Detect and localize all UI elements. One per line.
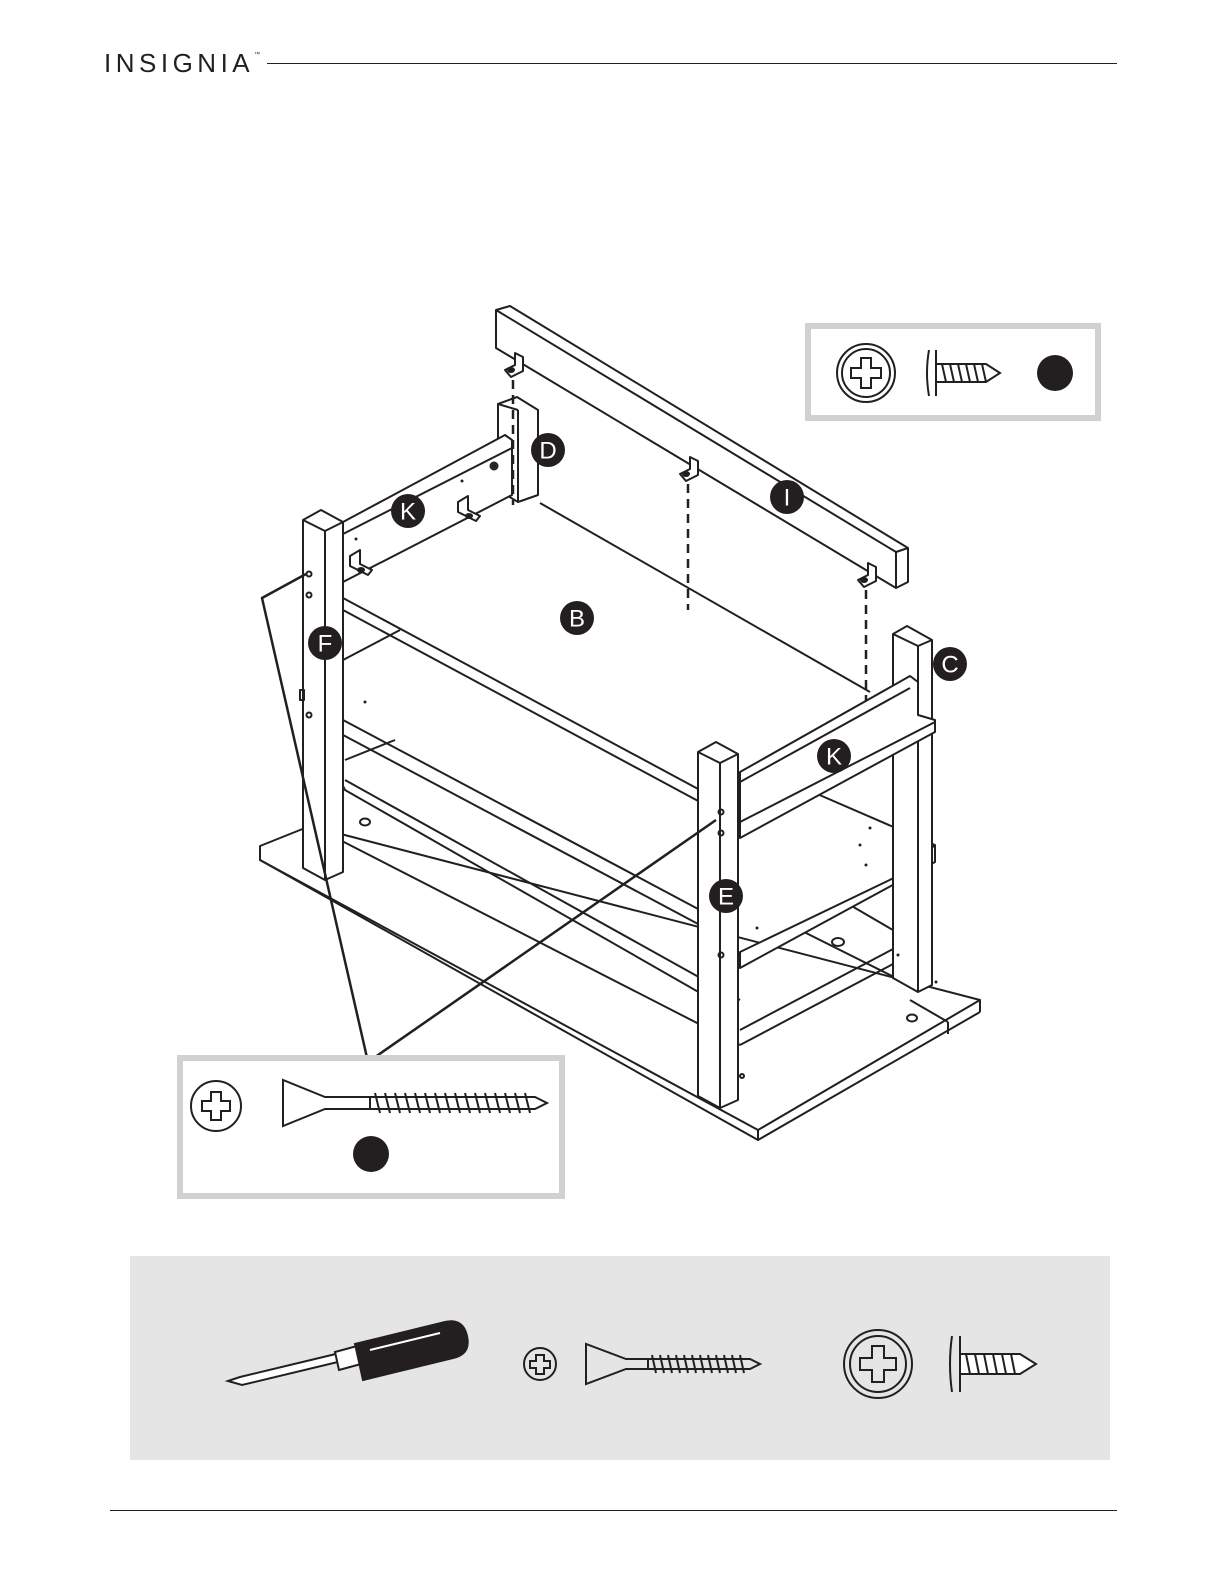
phillips-head-small-icon [524, 1348, 556, 1380]
svg-text:K: K [400, 499, 416, 526]
washer-head-icon [844, 1330, 912, 1398]
front-left-post [300, 510, 343, 880]
tools-needed-strip [130, 1256, 1110, 1460]
washer-head-screw-icon [950, 1336, 1036, 1392]
svg-text:C: C [941, 652, 958, 679]
part-label-I: I [770, 480, 804, 514]
part-label-K-right: K [817, 739, 851, 773]
svg-text:F: F [318, 631, 333, 658]
long-flat-head-screw-icon [586, 1344, 760, 1384]
quantity-marker [1037, 355, 1073, 391]
svg-text:D: D [539, 438, 556, 465]
svg-text:K: K [826, 744, 842, 771]
part-label-B: B [560, 601, 594, 635]
washer-screw-callout [808, 326, 1098, 418]
part-label-K-left: K [391, 494, 425, 528]
quantity-marker [353, 1136, 389, 1172]
part-label-C: C [933, 647, 967, 681]
svg-text:B: B [569, 606, 585, 633]
part-label-E: E [709, 879, 743, 913]
svg-text:E: E [718, 884, 734, 911]
footer-rule [110, 1510, 1117, 1511]
long-screw-callout [180, 1058, 562, 1196]
part-label-D: D [531, 433, 565, 467]
part-label-F: F [308, 626, 342, 660]
left-side-rail [343, 435, 512, 582]
phillips-screwdriver-icon [228, 1321, 468, 1385]
assembly-diagram: I D K B F C K E [0, 0, 1225, 1240]
front-right-post [698, 742, 744, 1108]
svg-text:I: I [784, 485, 791, 512]
